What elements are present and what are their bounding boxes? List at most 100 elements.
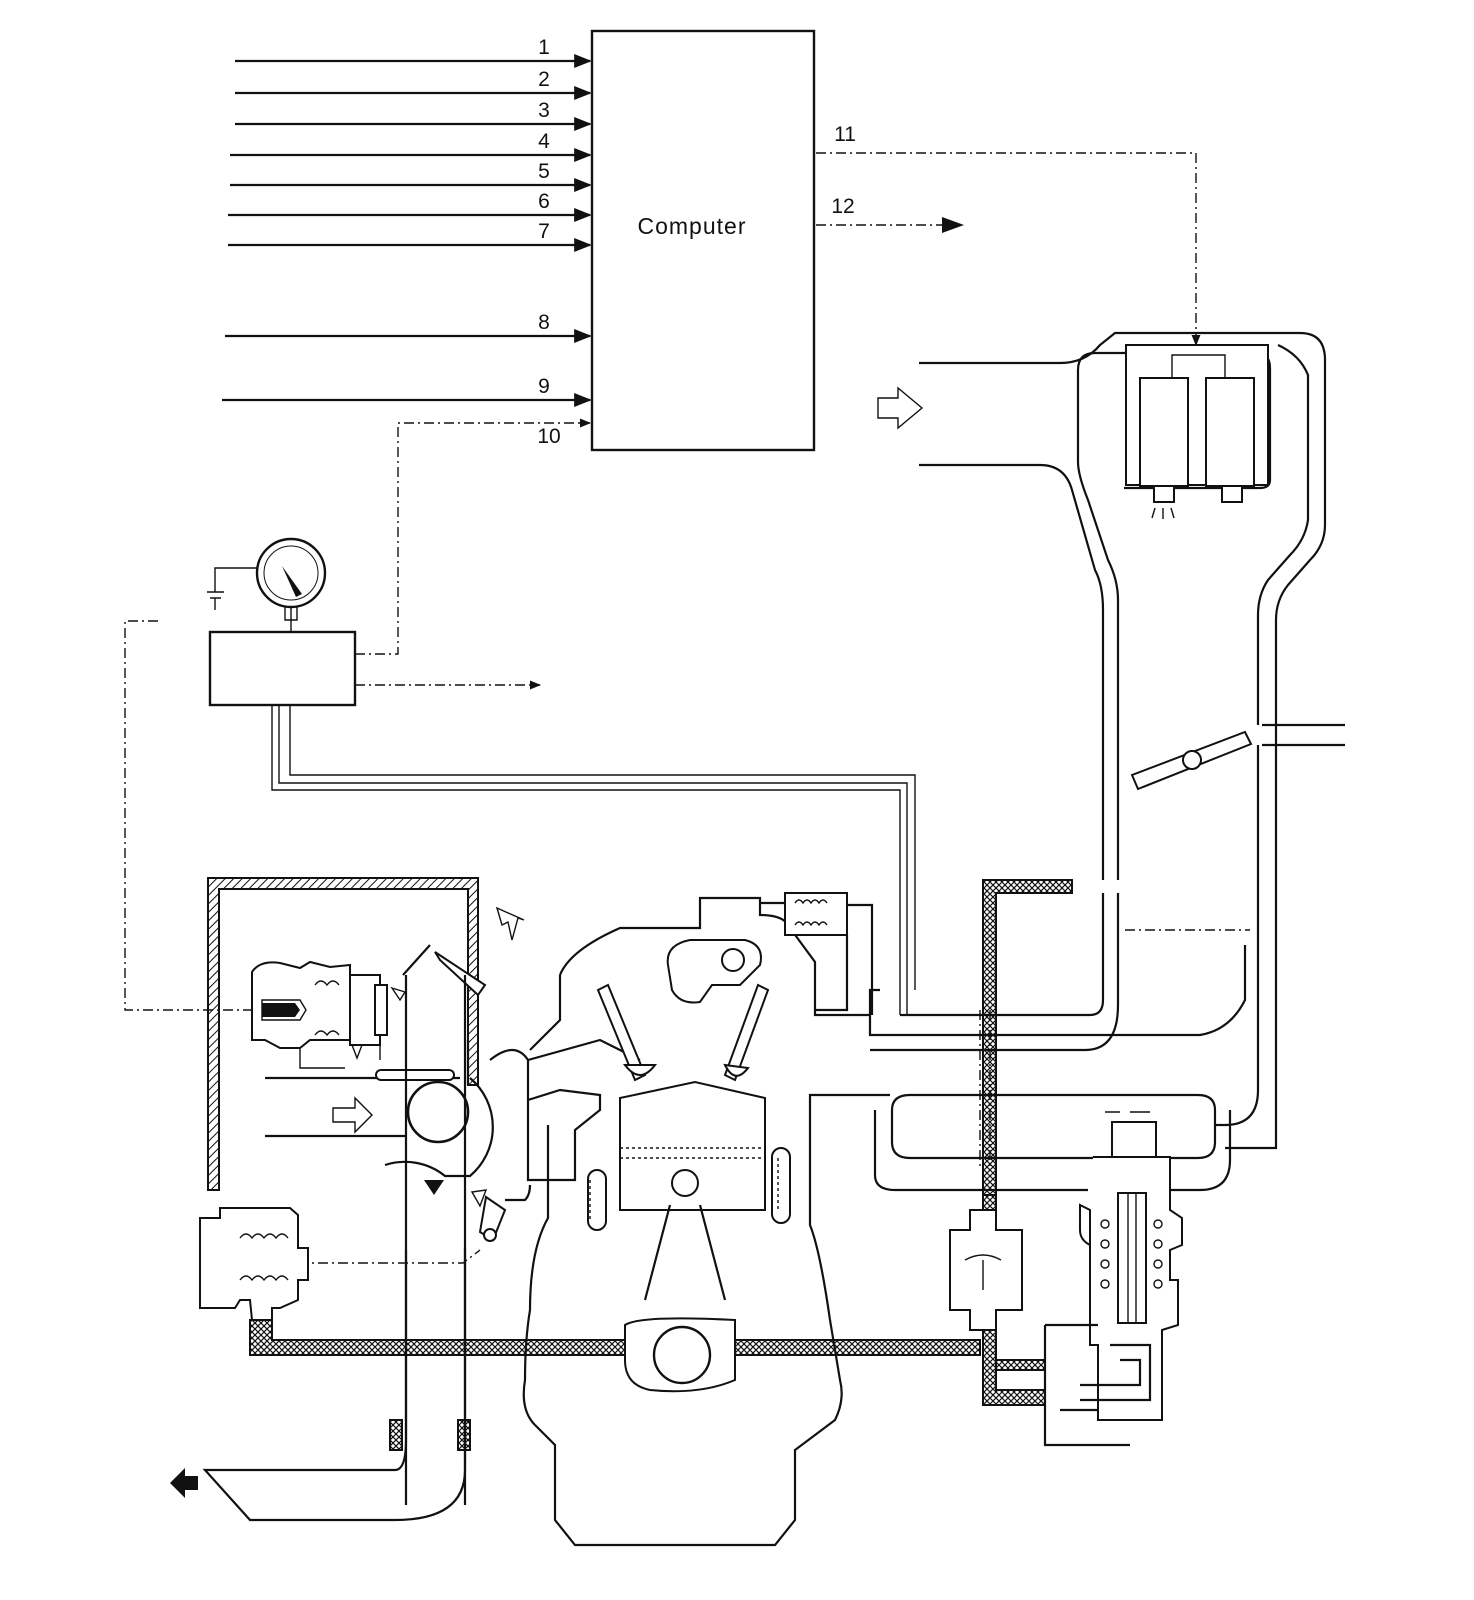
vacuum-line-inner bbox=[289, 705, 916, 990]
regulator-piston bbox=[1117, 1192, 1147, 1324]
intake-manifold bbox=[877, 331, 1327, 1150]
dashed-duct bbox=[979, 1010, 991, 1170]
exhaust-valve-head bbox=[723, 1063, 750, 1077]
coolant-passage-left bbox=[587, 1169, 607, 1231]
output-line-11 bbox=[816, 152, 1201, 347]
vacuum-line-mid bbox=[278, 705, 908, 1015]
intake-duct-inner-right-lower bbox=[1215, 745, 1260, 1127]
block-upper-right bbox=[808, 1093, 890, 1120]
check-valve bbox=[949, 1209, 1023, 1331]
intake-pipe-outer bbox=[870, 893, 1120, 1052]
bypass-air-passage bbox=[1262, 723, 1345, 747]
input-label-7: 7 bbox=[538, 220, 550, 243]
regulator-cap bbox=[1111, 1121, 1157, 1158]
regulator-rod bbox=[1127, 1193, 1137, 1323]
computer-box bbox=[590, 29, 816, 452]
exhaust-seal-left bbox=[389, 1419, 403, 1451]
turbine-wheel bbox=[406, 1080, 470, 1144]
input-label-3: 3 bbox=[538, 99, 550, 122]
input-labels: 1 2 3 4 5 6 7 8 9 10 bbox=[537, 36, 560, 448]
computer-unit: Computer bbox=[590, 29, 816, 452]
fuel-spray-icon bbox=[1151, 507, 1175, 519]
input-label-8: 8 bbox=[538, 311, 550, 334]
throttle-shaft bbox=[1182, 750, 1202, 770]
idle-air-passage bbox=[760, 901, 874, 1015]
intake-plenum-inner bbox=[1076, 351, 1272, 880]
flow-arrow-small-icon bbox=[390, 986, 407, 1002]
exhaust-pipe bbox=[404, 975, 467, 1505]
input-label-5: 5 bbox=[538, 160, 550, 183]
wastegate-rod bbox=[298, 1249, 481, 1264]
pressure-gauge-stem bbox=[284, 607, 298, 632]
injector-right bbox=[1205, 377, 1255, 487]
exhaust-outlet bbox=[202, 1248, 467, 1522]
oil-line-junction bbox=[995, 1359, 1046, 1371]
engine-block bbox=[489, 892, 1247, 1547]
input-label-6: 6 bbox=[538, 190, 550, 213]
output-arrow-12 bbox=[942, 217, 964, 233]
injector-left-nozzle bbox=[1153, 485, 1175, 503]
intake-runner-top bbox=[489, 1038, 641, 1062]
pressure-gauge-icon bbox=[255, 537, 327, 609]
idle-air-return bbox=[815, 935, 849, 1012]
intercooler-shell bbox=[873, 1110, 1232, 1192]
actuator-plate bbox=[374, 984, 388, 1036]
regulator-spring-icon bbox=[1100, 1219, 1163, 1289]
cylinder-head bbox=[558, 896, 1247, 1037]
exhaust-arrow-down-icon bbox=[424, 1180, 444, 1195]
injector-wiring bbox=[1171, 354, 1226, 378]
exhaust-arrow-small-icon bbox=[470, 1189, 488, 1208]
engine-block-outline bbox=[522, 1120, 843, 1547]
inlet-guide-rail bbox=[375, 1069, 455, 1081]
input-label-9: 9 bbox=[538, 375, 550, 398]
turbine-scroll bbox=[384, 1077, 494, 1178]
oil-feed-line bbox=[505, 1184, 532, 1202]
connecting-rod bbox=[643, 1204, 727, 1301]
input-line-10 bbox=[355, 418, 592, 655]
pressure-sensor-box bbox=[208, 630, 357, 707]
oil-line-horizontal bbox=[249, 1319, 981, 1356]
input-label-1: 1 bbox=[538, 36, 550, 59]
output-label-12: 12 bbox=[831, 195, 854, 218]
computer-label: Computer bbox=[638, 213, 747, 239]
crankshaft-icon bbox=[652, 1325, 712, 1385]
piston bbox=[619, 1080, 766, 1211]
ground-symbol-icon bbox=[207, 567, 257, 610]
intake-duct-inner-right bbox=[1256, 343, 1310, 725]
output-signal-lines: 11 12 bbox=[816, 123, 1201, 347]
bypass-flap bbox=[434, 951, 487, 997]
throttle-valve bbox=[1130, 723, 1345, 791]
intake-valve bbox=[596, 983, 647, 1082]
boost-valve-body bbox=[199, 1207, 309, 1321]
injector-left bbox=[1139, 377, 1189, 487]
fuel-pressure-regulator bbox=[873, 879, 1250, 1447]
actuator-spring-icon bbox=[314, 980, 340, 1037]
output-label-11: 11 bbox=[834, 123, 856, 146]
intake-pipe-lower bbox=[900, 893, 1103, 1035]
input-label-10: 10 bbox=[537, 425, 560, 448]
intake-duct-left-wall bbox=[919, 463, 1105, 880]
actuator-line bbox=[299, 1045, 381, 1069]
intercooler-core bbox=[890, 1093, 1217, 1160]
filter-housing-insulated bbox=[207, 877, 479, 1191]
piston-rings bbox=[620, 1147, 765, 1159]
vacuum-line-outer bbox=[271, 705, 901, 1015]
boost-valve-spring-icon bbox=[239, 1233, 289, 1282]
head-port bbox=[868, 988, 880, 1015]
flow-arrow-down-icon bbox=[350, 1044, 364, 1060]
regulator-ports bbox=[1080, 1343, 1152, 1402]
pressure-gauge-needle bbox=[282, 566, 302, 597]
exhaust-valve bbox=[723, 983, 770, 1082]
exhaust-out-arrow-icon bbox=[170, 1468, 198, 1498]
idle-valve-spring-icon bbox=[794, 899, 828, 927]
idle-air-valve bbox=[784, 892, 848, 936]
pressure-sensor-assembly bbox=[124, 537, 916, 1015]
injector-right-nozzle bbox=[1221, 485, 1243, 503]
turbocharger-assembly bbox=[170, 877, 525, 1522]
input-label-2: 2 bbox=[538, 68, 550, 91]
camshaft-pivot bbox=[721, 948, 745, 972]
input-label-4: 4 bbox=[538, 130, 550, 153]
sensor-return-line bbox=[124, 620, 265, 1011]
coolant-passage-right bbox=[771, 1147, 791, 1224]
